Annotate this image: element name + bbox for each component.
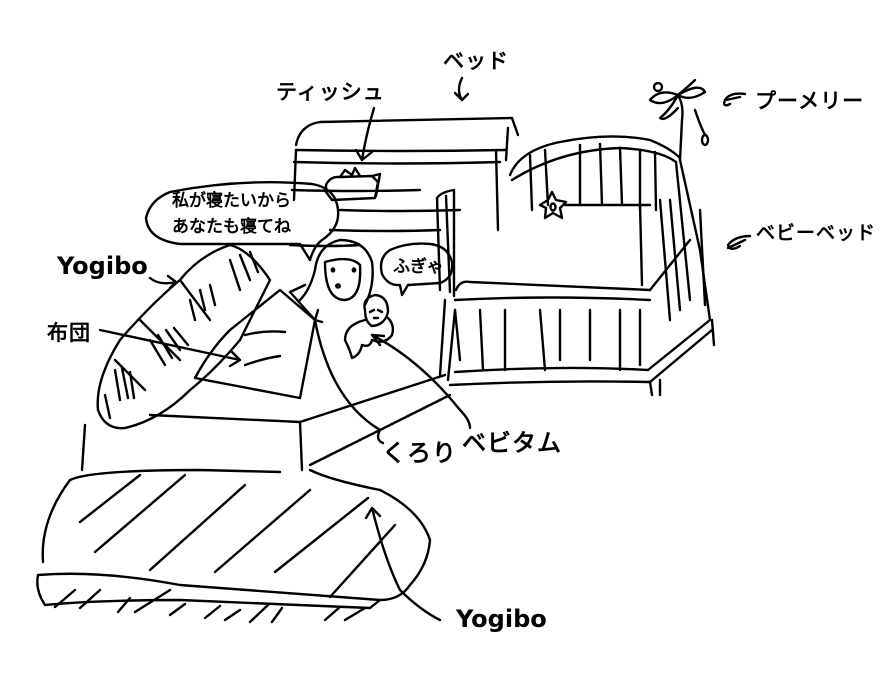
baby-crib-drawing [446,135,716,397]
label-yogibo-top: Yogibo [57,252,148,280]
kurori-leader [376,428,385,445]
baby-bed-arrow [726,234,752,250]
mother-speech: 私が寝たいから あなたも寝てね [172,188,291,240]
baby-speech: ふぎゃ [393,257,444,277]
futon-drawing [98,288,317,400]
mother-drawing [288,238,382,432]
tissue-arrow [354,106,376,162]
label-mobile: プーメリー [755,89,865,113]
label-kurori: くろり [382,439,457,467]
mother-speech-line-2: あなたも寝てね [172,217,291,237]
mother-speech-line-1: 私が寝たいから [172,191,291,211]
label-futon: 布団 [47,321,91,345]
label-bebitamu: ベビタム [462,429,562,457]
label-tissue: ティッシュ [276,80,385,104]
label-bed: ベッド [443,49,509,73]
bebitamu-leader [458,408,472,430]
mobile-drawing [648,78,710,162]
yogibo-top-arrow [148,274,178,290]
mother-bubble-outline [144,181,340,262]
label-baby-bed: ベビーベッド [756,222,877,244]
bed-arrow [453,76,470,102]
tissue-box-drawing [324,166,382,202]
mobile-arrow [722,92,747,107]
baby-bubble-outline [379,242,454,297]
yogibo-long-drawing [96,243,272,430]
adult-bed-drawing [288,116,520,298]
label-yogibo-bottom: Yogibo [456,605,547,633]
bebitamu-drawing [343,293,462,412]
yogibo-big-drawing [36,468,442,624]
